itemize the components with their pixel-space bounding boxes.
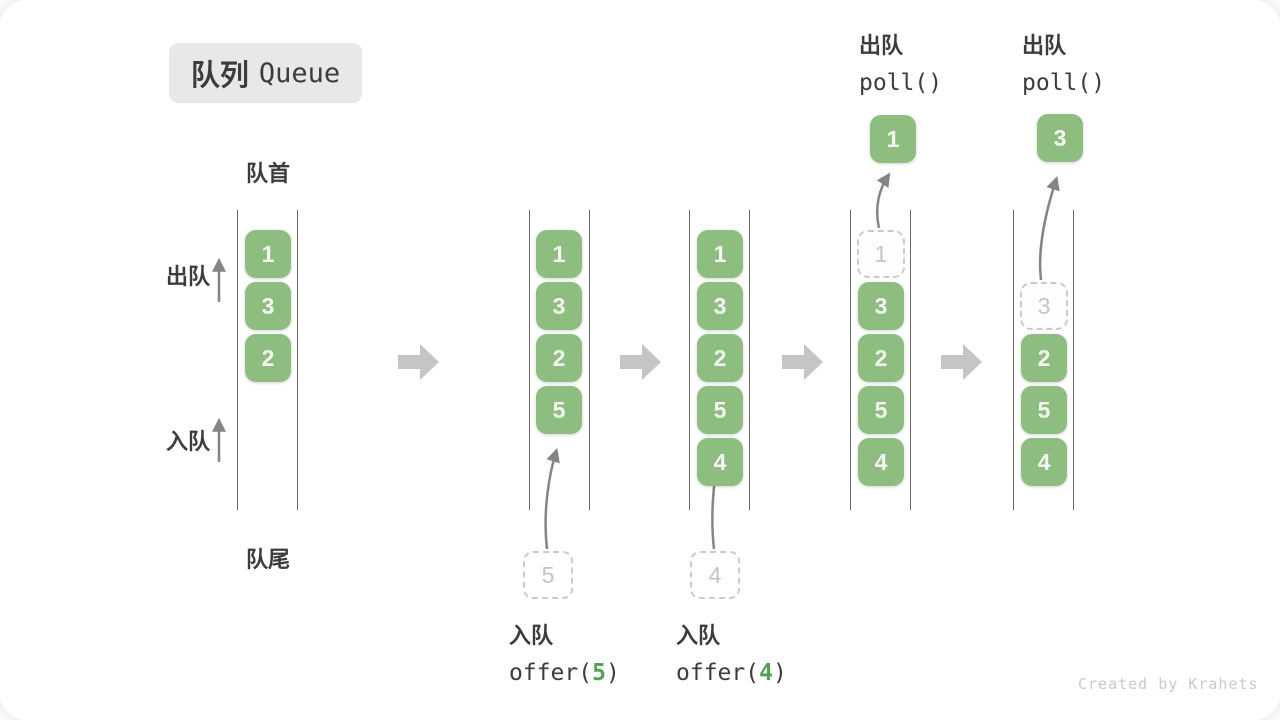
- removed-cell: 1: [870, 115, 916, 163]
- operation-label: 出队: [859, 33, 904, 58]
- queue-cell: 3: [245, 282, 291, 330]
- operation-code: poll(): [859, 70, 943, 96]
- operation-code: offer(4): [676, 660, 787, 686]
- queue-cell: 2: [697, 334, 743, 382]
- queue-front-label: 队首: [245, 161, 290, 186]
- queue-cell: 5: [697, 386, 743, 434]
- offer4-operation: 入队 offer(4): [676, 618, 787, 686]
- queue-cell: 5: [536, 386, 582, 434]
- dequeue-side-label: 出队: [166, 264, 211, 289]
- title-badge: 队列 Queue: [169, 43, 362, 103]
- queue-cell: 5: [1021, 386, 1067, 434]
- queue-cell: 2: [536, 334, 582, 382]
- operation-arg: 4: [759, 660, 773, 686]
- enqueue-side-label: 入队: [166, 429, 211, 454]
- title-zh: 队列: [190, 60, 249, 92]
- queue-channel: [689, 210, 750, 510]
- queue-cell: 4: [858, 438, 904, 486]
- queue-cell: 1: [697, 230, 743, 278]
- queue-cell-removed-slot: 3: [1020, 282, 1068, 330]
- operation-code: poll(): [1022, 70, 1106, 96]
- operation-label: 入队: [509, 623, 554, 648]
- queue-cell-removed-slot: 1: [857, 230, 905, 278]
- queue-channel: [529, 210, 590, 510]
- title-en: Queue: [258, 57, 341, 89]
- transition-arrow-4: [941, 344, 982, 380]
- operation-arg: 5: [592, 660, 606, 686]
- queue-cell: 3: [697, 282, 743, 330]
- queue-cell: 4: [1021, 438, 1067, 486]
- pending-enqueue-box: 4: [690, 551, 740, 599]
- queue-cell: 3: [858, 282, 904, 330]
- queue-channel: [850, 210, 911, 510]
- transition-arrow-3: [782, 344, 823, 380]
- poll3-operation: 出队 poll(): [1022, 28, 1105, 96]
- queue-rear-label: 队尾: [245, 547, 290, 572]
- queue-cell: 5: [858, 386, 904, 434]
- transition-arrow-1: [398, 344, 439, 380]
- pending-enqueue-box: 5: [523, 551, 573, 599]
- queue-channel: [237, 210, 298, 510]
- queue-cell: 2: [858, 334, 904, 382]
- queue-cell: 2: [245, 334, 291, 382]
- operation-label: 出队: [1022, 33, 1067, 58]
- queue-cell: 2: [1021, 334, 1067, 382]
- queue-cell: 4: [697, 438, 743, 486]
- queue-channel: [1013, 210, 1074, 510]
- queue-cell: 1: [536, 230, 582, 278]
- queue-cell: 1: [245, 230, 291, 278]
- transition-arrow-2: [620, 344, 661, 380]
- removed-cell: 3: [1037, 114, 1083, 162]
- operation-code: offer(5): [509, 660, 620, 686]
- operation-label: 入队: [676, 623, 721, 648]
- queue-cell: 3: [536, 282, 582, 330]
- watermark: Created by Krahets: [1078, 675, 1259, 693]
- poll1-operation: 出队 poll(): [859, 28, 942, 96]
- offer5-operation: 入队 offer(5): [509, 618, 620, 686]
